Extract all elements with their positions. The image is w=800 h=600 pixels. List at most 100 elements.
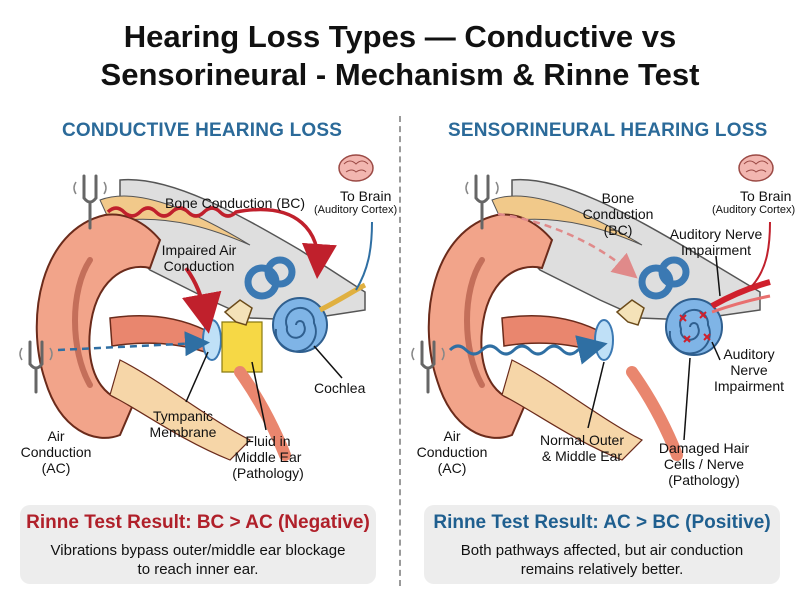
label-nerve-side-3: Impairment: [713, 378, 785, 394]
conductive-result-box: [20, 505, 376, 584]
tuning-fork-bc-icon: [73, 174, 107, 230]
fluid-leader: [251, 361, 267, 431]
label-normal-2: & Middle Ear: [541, 448, 623, 464]
normal-leader: [587, 361, 605, 429]
conductive-desc-1: Vibrations bypass outer/middle ear block…: [50, 542, 346, 559]
label-nerve-side-1: Auditory: [723, 346, 775, 362]
label-fluid: Fluid in Middle Ear (Pathology): [228, 433, 308, 481]
sensorineural-result-desc: Both pathways affected, but air conducti…: [434, 541, 770, 579]
conductive-desc-2: to reach inner ear.: [137, 561, 259, 578]
label-air-3: (AC): [41, 460, 71, 476]
label-air-1: Air: [47, 428, 65, 444]
label-to-brain: To Brain: [340, 188, 392, 204]
label-damaged: Damaged Hair Cells / Nerve (Pathology): [652, 440, 756, 488]
label-to-brain-r: To Brain: [740, 188, 792, 204]
label-tympanic: Tympanic Membrane: [144, 408, 222, 440]
label-bone-conduction: Bone Conduction (BC): [165, 195, 306, 211]
label-nerve-top-1: Auditory Nerve: [669, 226, 763, 242]
damaged-hair-cells-marks: [679, 311, 711, 343]
tympanic-leader: [185, 351, 209, 403]
label-bone-conduction-r: Bone Conduction (BC): [578, 190, 658, 238]
brain-icon: [338, 154, 374, 182]
label-damaged-3: (Pathology): [668, 472, 740, 488]
cochlea-spiral: [274, 306, 317, 353]
sensorineural-ear-illustration: [411, 154, 774, 461]
brain-icon-r: [738, 154, 774, 182]
sensorineural-desc-1: Both pathways affected, but air conducti…: [460, 542, 744, 559]
label-bone-3: (BC): [603, 222, 633, 238]
label-normal-ear: Normal Outer & Middle Ear: [532, 432, 632, 464]
scalp-layer: [99, 195, 251, 246]
scalp-layer-r: [491, 195, 643, 246]
label-damaged-1: Damaged Hair: [658, 440, 750, 456]
label-damaged-2: Cells / Nerve: [663, 456, 745, 472]
label-air-2: Conduction: [20, 444, 92, 460]
label-impaired-air-1: Impaired Air: [161, 242, 237, 258]
label-nerve-side: Auditory Nerve Impairment: [706, 346, 792, 394]
label-impaired-air-2: Conduction: [163, 258, 235, 274]
conductive-heading: CONDUCTIVE HEARING LOSS: [62, 120, 343, 141]
label-air-conduction-r: Air Conduction (AC): [412, 428, 492, 476]
label-impaired-air: Impaired Air Conduction: [154, 242, 244, 274]
bc-arrow-r: [497, 212, 638, 279]
label-fluid-2: Middle Ear: [234, 449, 302, 465]
nerve-side-leader: [711, 341, 721, 361]
label-bone-1: Bone: [601, 190, 635, 206]
page-title: Hearing Loss Types — Conductive vs Senso…: [0, 18, 800, 94]
auditory-nerve: [318, 282, 367, 313]
label-air-conduction: Air Conduction (AC): [16, 428, 96, 476]
semicircular-canal-2: [264, 256, 296, 288]
nerve-top-leader: [715, 255, 721, 297]
sensorineural-desc-2: remains relatively better.: [520, 561, 684, 578]
lower-tissue-r: [501, 359, 644, 461]
pinna-inner: [72, 257, 93, 388]
sensorineural-result-title: Rinne Test Result: AC > BC (Positive): [433, 512, 771, 533]
label-normal-1: Normal Outer: [539, 432, 625, 448]
label-tympanic-1: Tympanic: [153, 408, 213, 424]
sensorineural-heading: SENSORINEURAL HEARING LOSS: [448, 120, 768, 141]
ac-arrow-r: [448, 335, 608, 365]
bc-arrow: [106, 206, 337, 279]
middle-ear-fluid: [221, 321, 263, 373]
impaired-ac-arrow: [182, 266, 222, 334]
tuning-fork-ac-icon: [19, 340, 53, 394]
damaged-leader: [683, 357, 691, 441]
label-nerve-top: Auditory Nerve Impairment: [664, 226, 768, 258]
conductive-result-title: Rinne Test Result: BC > AC (Negative): [26, 512, 370, 533]
ossicles-r: [615, 299, 645, 326]
label-fluid-3: (Pathology): [232, 465, 304, 481]
label-auditory-cortex: (Auditory Cortex): [314, 204, 398, 216]
label-nerve-side-2: Nerve: [730, 362, 768, 378]
label-bone-2: Conduction: [582, 206, 654, 222]
to-brain-line-r: [751, 221, 771, 287]
label-fluid-1: Fluid in: [245, 433, 291, 449]
label-tympanic-2: Membrane: [149, 424, 217, 440]
tuning-fork-ac-icon-r: [411, 340, 445, 394]
conductive-ear-illustration: [19, 154, 374, 461]
tuning-fork-bc-icon-r: [465, 174, 499, 230]
label-nerve-top-2: Impairment: [680, 242, 752, 258]
ossicles: [223, 299, 253, 326]
pinna-inner-r: [464, 257, 485, 388]
cochlea-leader: [313, 345, 343, 379]
label-air-r-1: Air: [443, 428, 461, 444]
eustachian-tube-r: [626, 366, 683, 461]
title-line-1: Hearing Loss Types — Conductive vs: [123, 19, 677, 54]
lower-tissue: [109, 359, 252, 461]
to-brain-line: [355, 221, 373, 291]
sensorineural-result-box: [424, 505, 780, 584]
panel-divider: [399, 116, 401, 586]
cochlea-spiral-r: [668, 308, 711, 355]
tympanic-membrane: [202, 319, 222, 361]
conductive-result-desc: Vibrations bypass outer/middle ear block…: [30, 541, 366, 579]
label-cochlea: Cochlea: [314, 380, 366, 396]
label-air-r-2: Conduction: [416, 444, 488, 460]
tympanic-membrane-r: [594, 319, 614, 361]
title-line-2: Sensorineural - Mechanism & Rinne Test: [100, 57, 700, 92]
label-air-r-3: (AC): [437, 460, 467, 476]
label-auditory-cortex-r: (Auditory Cortex): [712, 204, 796, 216]
damaged-nerve-r: [710, 279, 771, 309]
eustachian-tube: [234, 366, 291, 461]
semicircular-canal-r2: [658, 256, 690, 288]
